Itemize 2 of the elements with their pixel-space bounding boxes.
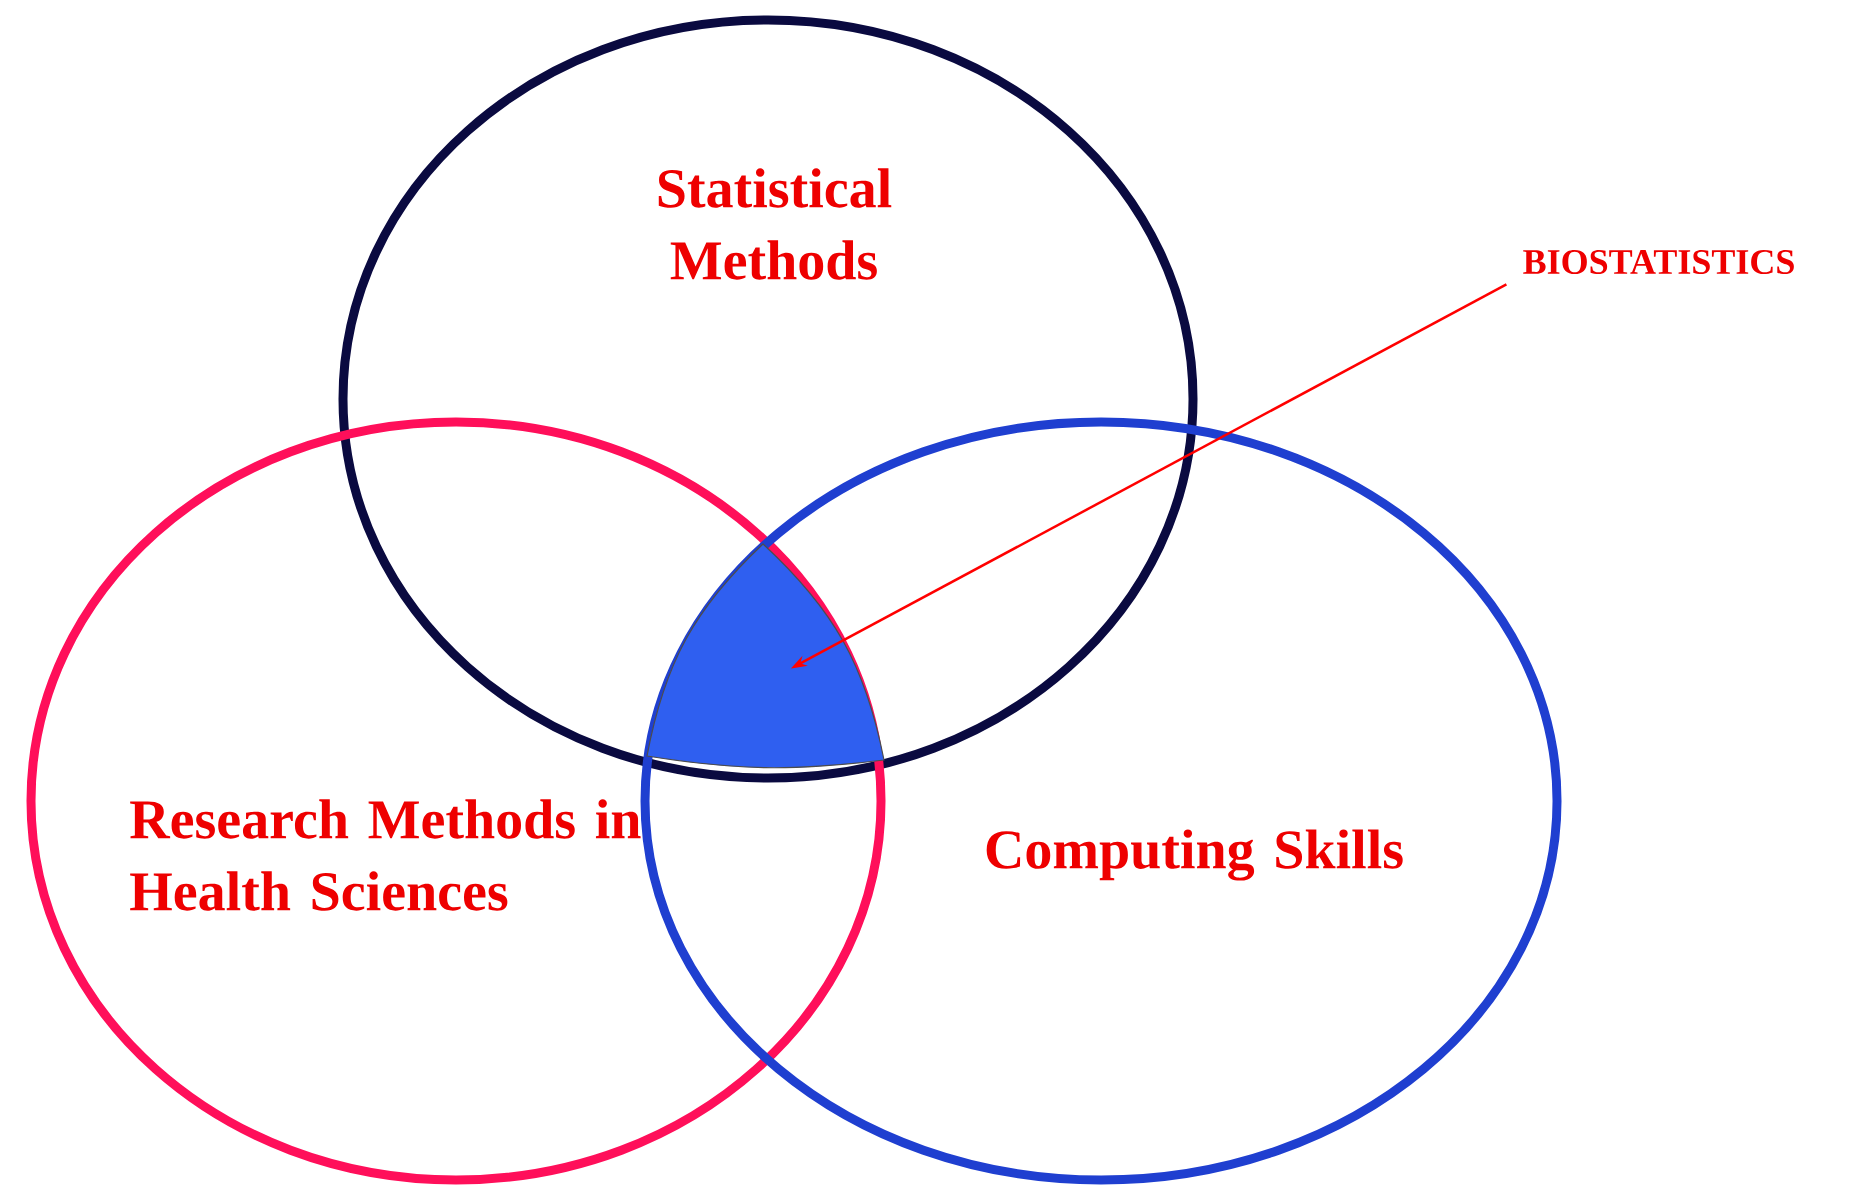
intersection-triangle	[646, 543, 885, 769]
callout-label: BIOSTATISTICS	[1523, 249, 1794, 275]
